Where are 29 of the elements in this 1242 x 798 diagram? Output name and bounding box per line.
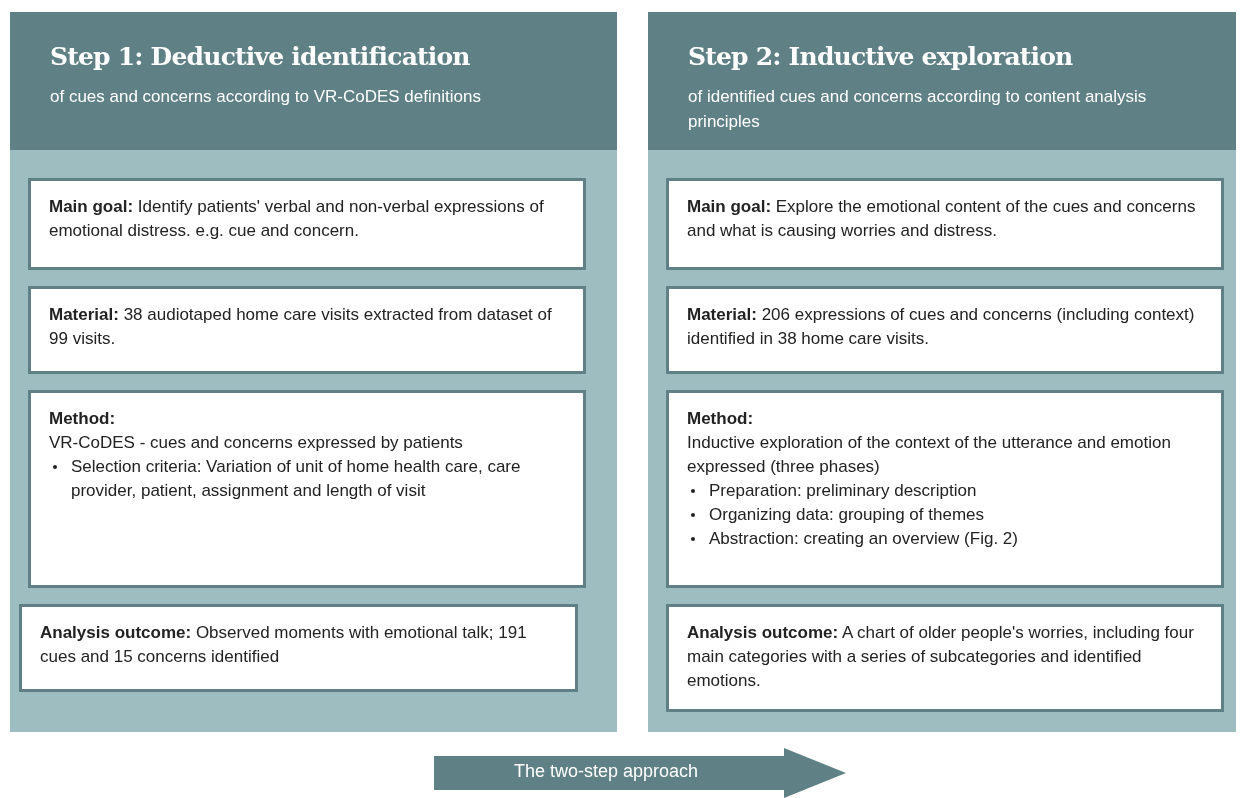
text-box xyxy=(19,604,578,692)
text-box xyxy=(666,604,1224,712)
step-panel xyxy=(10,12,617,732)
box-text: Main goal: Explore the emotional content of the cues and concerns and what is causing worries and distress. xyxy=(687,196,1197,242)
text-box xyxy=(666,286,1224,374)
bullet-text: Abstraction: creating an overview (Fig. 2) xyxy=(709,529,1018,548)
panel-subtitle: of identified cues and concerns according to content analysis principles xyxy=(688,86,1148,133)
text-box xyxy=(28,390,586,588)
box-heading: Method: xyxy=(687,408,755,430)
bullet-text: Selection criteria: Variation of unit of home health care, care provider, patient, assignment and length of visit xyxy=(71,457,521,500)
step-panel xyxy=(648,12,1236,732)
panel-subtitle: of cues and concerns according to VR-CoDES definitions xyxy=(50,86,482,108)
box-text: VR-CoDES - cues and concerns expressed by patients xyxy=(49,432,464,454)
box-heading: Method: xyxy=(49,408,117,430)
panel-title: Step 1: Deductive identification xyxy=(50,42,470,71)
arrow-label: The two-step approach xyxy=(514,761,699,782)
text-box xyxy=(28,286,586,374)
panel-title: Step 2: Inductive exploration xyxy=(688,42,1073,71)
box-text: Main goal: Identify patients' verbal and non-verbal expressions of emotional distress. e.g. cue and concern. xyxy=(49,196,545,242)
box-text: Analysis outcome: Observed moments with emotional talk; 191 cues and 15 concerns identified xyxy=(40,622,528,668)
bullet-text: Organizing data: grouping of themes xyxy=(709,505,984,524)
text-box xyxy=(666,178,1224,270)
bullet-text: Preparation: preliminary description xyxy=(709,481,977,500)
box-text: Inductive exploration of the context of the utterance and emotion expressed (three phases) xyxy=(687,432,1172,478)
box-text: Analysis outcome: A chart of older people's worries, including four main categories with a series of subcategories and identified emotions. xyxy=(687,622,1195,692)
box-text: Material: 38 audiotaped home care visits extracted from dataset of 99 visits. xyxy=(49,304,553,350)
text-box xyxy=(28,178,586,270)
text-box xyxy=(666,390,1224,588)
box-text: Material: 206 expressions of cues and concerns (including context) identified in 38 home care visits. xyxy=(687,304,1196,350)
